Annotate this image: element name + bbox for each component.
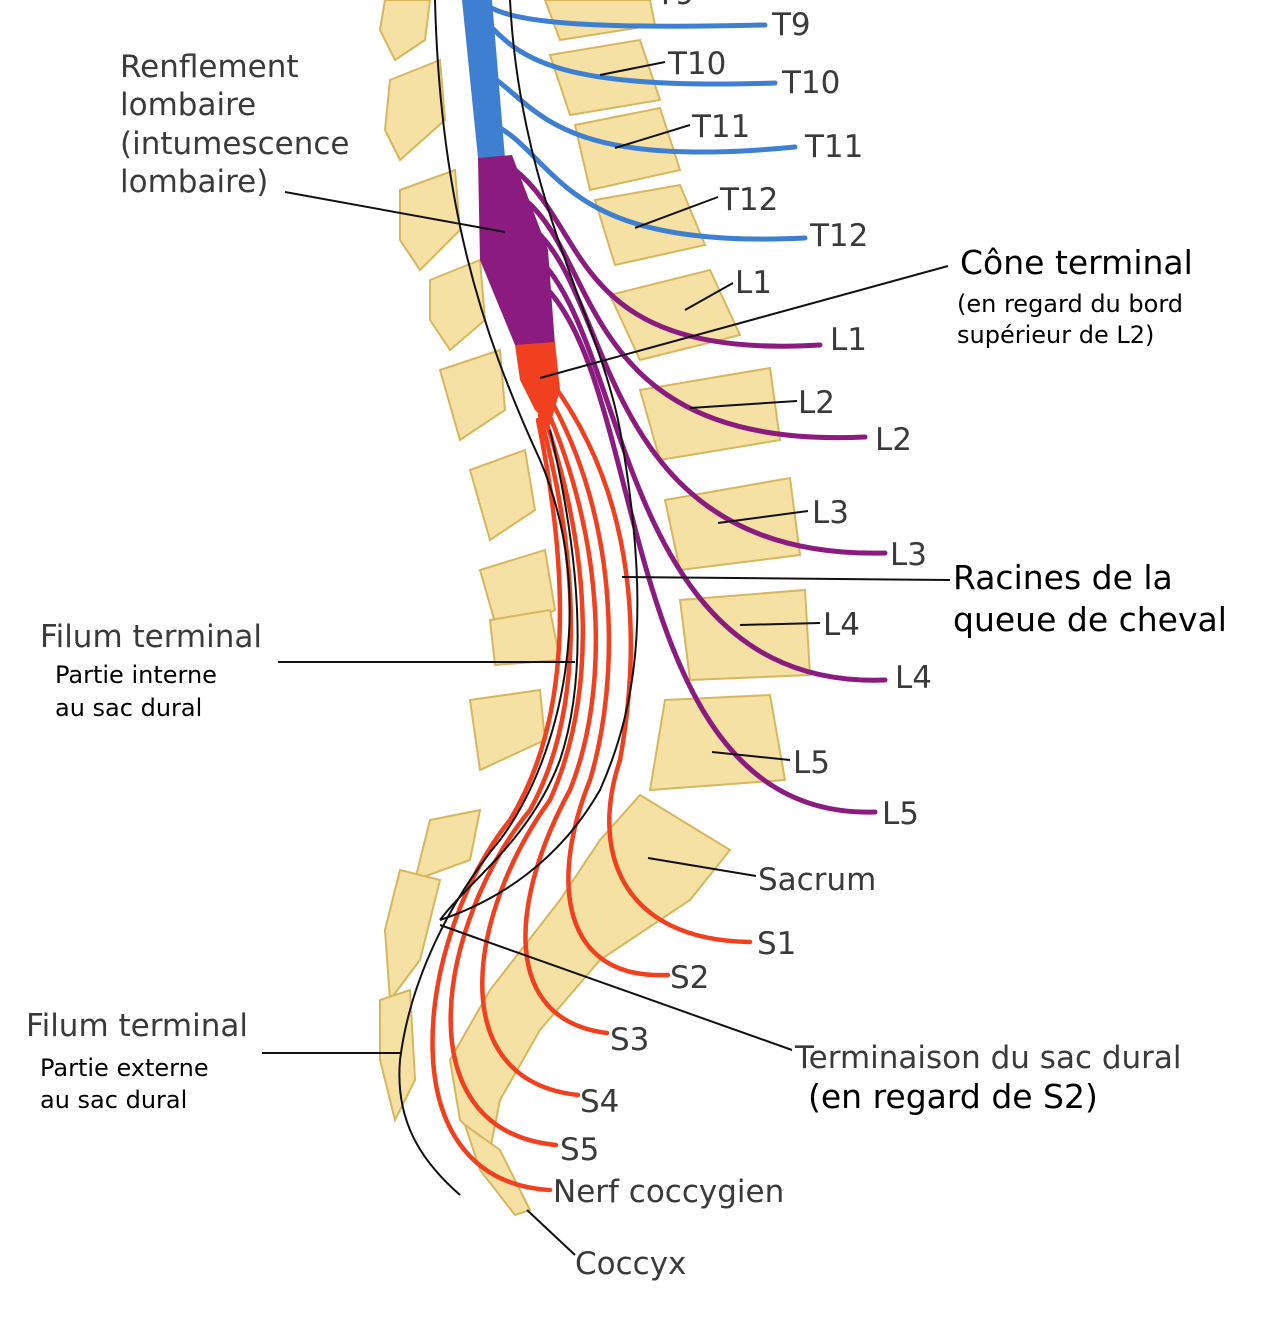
lumbar-nerves xyxy=(512,167,888,815)
conus-medullaris xyxy=(515,342,560,425)
vertebra-label-l3: L3 xyxy=(812,495,849,531)
vertebra-l1 xyxy=(608,268,742,362)
vertebra-label-t11: T11 xyxy=(691,109,750,145)
nerve-label-s4: S4 xyxy=(580,1084,619,1120)
filum-externe-title: Filum terminal xyxy=(26,1008,248,1044)
renflement-line4: lombaire) xyxy=(120,164,268,200)
nerve-label-l2: L2 xyxy=(875,422,912,458)
filum-externe-sub1: Partie externe xyxy=(40,1054,209,1082)
vertebra-label-t9: T9 xyxy=(655,0,695,12)
nerve-label-coccygien: Nerf coccygien xyxy=(553,1174,784,1210)
cone-terminal-title: Cône terminal xyxy=(960,243,1193,282)
nerve-label-l5: L5 xyxy=(882,796,919,832)
thoracic-nerves xyxy=(477,0,808,242)
vertebra-l5 xyxy=(648,693,787,792)
vertebra-label-l2: L2 xyxy=(798,385,835,421)
terminaison-label: Terminaison du sac dural xyxy=(794,1040,1182,1076)
nerve-label-s5: S5 xyxy=(560,1132,599,1168)
nerve-label-s2: S2 xyxy=(670,960,709,996)
vertebra-label-t10: T10 xyxy=(667,46,726,82)
vertebra-t9 xyxy=(543,0,657,42)
nerve-label-t9: T9 xyxy=(771,7,811,43)
vertebra-label-l4: L4 xyxy=(823,607,860,643)
nerve-label-s3: S3 xyxy=(610,1022,649,1058)
lumbar-enlargement xyxy=(478,155,555,345)
nerve-label-t11: T11 xyxy=(804,129,863,165)
leader-lines xyxy=(262,61,951,1256)
terminaison-sub: (en regard de S2) xyxy=(808,1077,1098,1116)
nerve-label-l3: L3 xyxy=(890,537,927,573)
filum-interne-sub2: au sac dural xyxy=(55,694,202,722)
vertebra-label-l1: L1 xyxy=(735,265,772,301)
nerve-label-s1: S1 xyxy=(757,926,796,962)
cone-terminal-sub1: (en regard du bord xyxy=(957,290,1183,318)
dural-sac xyxy=(398,0,639,1196)
renflement-line3: (intumescence xyxy=(120,126,349,162)
vertebra-l2 xyxy=(638,366,782,462)
nerve-label-t10: T10 xyxy=(781,65,840,101)
filum-interne-title: Filum terminal xyxy=(40,619,262,655)
renflement-line1: Renflement xyxy=(120,49,299,85)
racines-line2: queue de cheval xyxy=(953,600,1227,639)
renflement-line2: lombaire xyxy=(120,87,256,123)
vertebra-label-t12: T12 xyxy=(719,182,778,218)
filum-interne-sub1: Partie interne xyxy=(55,661,217,689)
nerve-label-l1: L1 xyxy=(830,322,867,358)
filum-externe-sub2: au sac dural xyxy=(40,1086,187,1114)
coccyx-label: Coccyx xyxy=(575,1246,686,1282)
nerve-label-t12: T12 xyxy=(809,218,868,254)
nerve-label-l4: L4 xyxy=(895,660,932,696)
cone-terminal-sub2: supérieur de L2) xyxy=(957,321,1154,349)
sacrum-label: Sacrum xyxy=(758,862,876,898)
racines-line1: Racines de la xyxy=(953,558,1173,597)
thoracic-cord xyxy=(462,0,505,158)
posterior-processes xyxy=(378,0,562,1123)
vertebra-label-l5: L5 xyxy=(793,745,830,781)
